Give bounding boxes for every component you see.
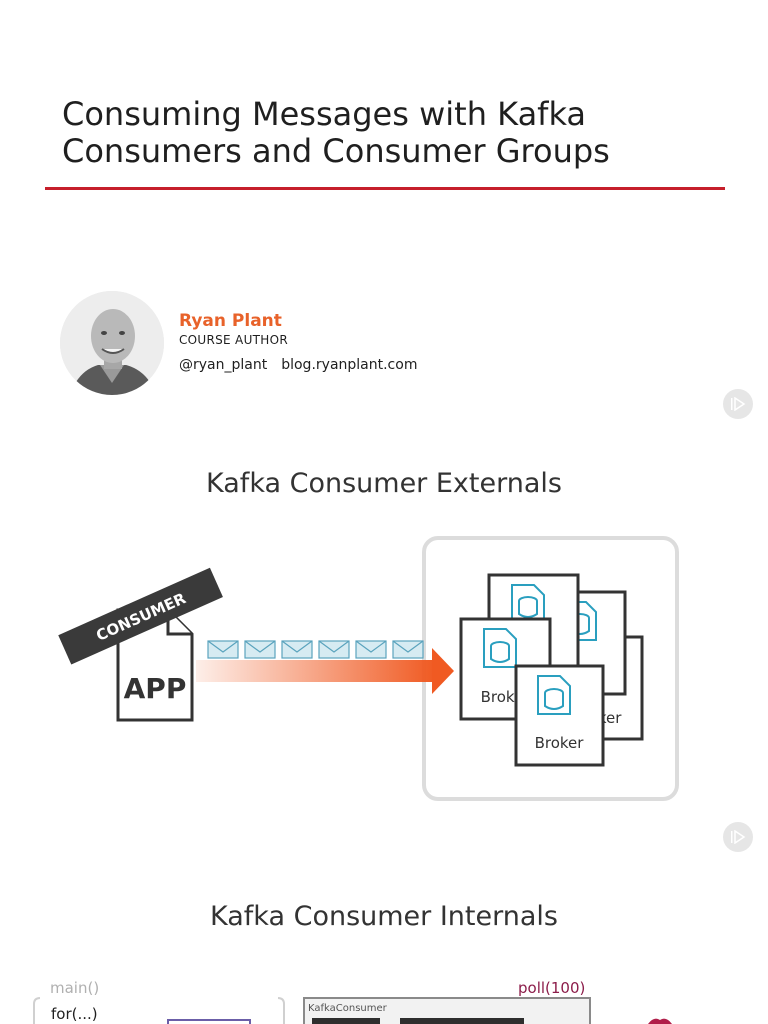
message-envelopes: [207, 640, 424, 659]
message-flow-arrow: [196, 648, 454, 694]
app-label: APP: [124, 672, 187, 705]
internals-title: Kafka Consumer Internals: [210, 901, 558, 932]
poll-label: poll(100): [518, 979, 586, 997]
author-avatar: [60, 291, 164, 395]
database-icon: [483, 628, 517, 668]
envelope-icon: [244, 640, 276, 659]
envelope-icon: [355, 640, 387, 659]
externals-title: Kafka Consumer Externals: [206, 468, 562, 499]
envelope-icon: [392, 640, 424, 659]
envelope-icon: [207, 640, 239, 659]
author-blog-link[interactable]: blog.ryanplant.com: [281, 357, 418, 373]
play-button[interactable]: [723, 389, 753, 419]
author-links: @ryan_plant blog.ryanplant.com: [179, 357, 431, 373]
consumer-internals-diagram: KafkaConsumer: [33, 997, 672, 1024]
play-icon: [731, 830, 746, 844]
loop-label: for(...): [51, 1005, 98, 1023]
consumer-externals-diagram: APP CONSUMER Broker: [58, 536, 679, 801]
title-divider: [45, 187, 725, 190]
database-icon: [537, 675, 571, 715]
author-name: Ryan Plant: [179, 311, 282, 331]
envelope-icon: [318, 640, 350, 659]
app-document-icon: APP: [116, 608, 194, 722]
play-button[interactable]: [723, 822, 753, 852]
envelope-icon: [281, 640, 313, 659]
broker-label: Broker: [535, 734, 585, 752]
main-label: main(): [50, 979, 100, 997]
slide-title: Consuming Messages with Kafka Consumers …: [62, 95, 610, 170]
heart-icon: [648, 1018, 672, 1024]
play-icon: [731, 397, 746, 411]
broker-card: Broker: [514, 664, 605, 767]
author-role: COURSE AUTHOR: [179, 333, 288, 347]
kafka-consumer-label: KafkaConsumer: [308, 1003, 388, 1014]
database-icon: [511, 584, 545, 623]
author-handle-link[interactable]: @ryan_plant: [179, 357, 268, 373]
